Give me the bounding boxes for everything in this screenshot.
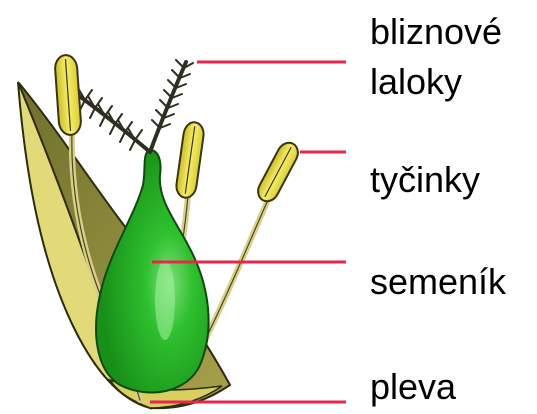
label-ovary: semeník <box>370 260 506 304</box>
label-lemma: pleva <box>370 365 456 409</box>
label-stigma-lobes-line2: laloky <box>370 60 462 104</box>
label-stamens: tyčinky <box>370 158 480 202</box>
stigma-lobes <box>78 60 193 152</box>
label-stigma-lobes-line1: bliznové <box>370 10 502 54</box>
